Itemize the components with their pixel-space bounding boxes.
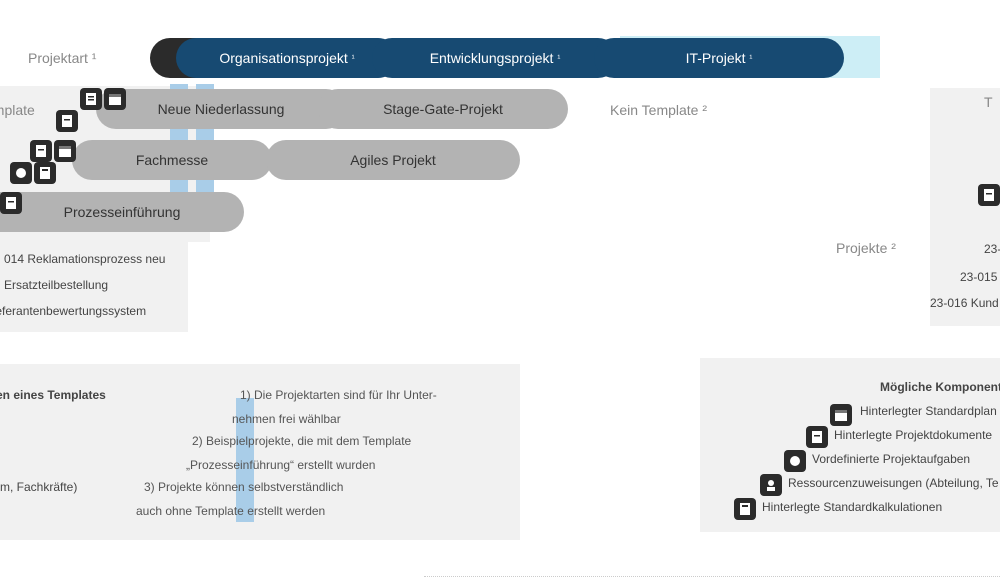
component-item: Vordefinierte Projektaufgaben xyxy=(812,452,971,466)
document-icon xyxy=(30,140,52,162)
calendar-icon xyxy=(104,88,126,110)
project-item[interactable]: 014 Reklamationsprozess neu xyxy=(4,252,166,266)
component-item: Hinterlegte Standardkalkulationen xyxy=(762,500,943,514)
footnote-1b: nehmen frei wählbar xyxy=(232,412,341,426)
tasks-icon xyxy=(10,162,32,184)
template-neue-niederlassung[interactable]: Neue Niederlassung xyxy=(96,89,346,129)
footnote-3a: 3) Projekte können selbstverständlich xyxy=(144,480,344,494)
document-icon xyxy=(80,88,102,110)
calendar-icon xyxy=(54,140,76,162)
project-item[interactable]: 23-016 Kund xyxy=(930,296,999,310)
projects-panel-left xyxy=(0,240,188,332)
project-item[interactable]: Lieferantenbewertungssystem xyxy=(0,304,147,318)
footnote-2a: 2) Beispielprojekte, die mit dem Templat… xyxy=(192,434,412,448)
projektart-label: Projektart ¹ xyxy=(28,50,97,66)
tasks-icon xyxy=(784,450,806,472)
document-icon xyxy=(56,110,78,132)
components-title: Mögliche Komponenten xyxy=(880,380,1000,394)
template-stage-gate-projekt[interactable]: Stage-Gate-Projekt xyxy=(318,89,568,129)
type-it-projekt[interactable]: IT-Projekt ¹ xyxy=(594,38,844,78)
bottom-dotted-rule xyxy=(424,576,1000,577)
calculator-icon xyxy=(734,498,756,520)
type-organisationsprojekt[interactable]: Organisationsprojekt ¹ xyxy=(176,38,398,78)
document-icon xyxy=(0,192,22,214)
project-item[interactable]: 23-015 xyxy=(960,270,998,284)
projekte-label: Projekte ² xyxy=(836,240,896,256)
footnote-3b: auch ohne Template erstellt werden xyxy=(136,504,326,518)
footnote-2b: „Prozesseinführung“ erstellt wurden xyxy=(186,458,376,472)
document-icon xyxy=(978,184,1000,206)
calendar-icon xyxy=(830,404,852,426)
type-entwicklungsprojekt[interactable]: Entwicklungsprojekt ¹ xyxy=(372,38,618,78)
template-prozesseinfuehrung[interactable]: Prozesseinführung xyxy=(0,192,244,232)
projects-panel-right xyxy=(930,88,1000,326)
people-icon xyxy=(760,474,782,496)
footer-panel-left xyxy=(0,364,520,540)
project-item[interactable]: 23-0 xyxy=(984,242,1000,256)
component-item: Ressourcenzuweisungen (Abteilung, Te xyxy=(788,476,999,490)
template-label-right: T xyxy=(984,94,993,110)
template-label: Template xyxy=(0,102,35,118)
footer-left-item: ...m, Fachkräfte) xyxy=(0,480,78,494)
project-item[interactable]: Ersatzteilbestellung xyxy=(4,278,109,292)
kein-template-label: Kein Template ² xyxy=(610,102,708,118)
component-item: Hinterlegte Projektdokumente xyxy=(834,428,993,442)
footnote-1a: 1) Die Projektarten sind für Ihr Unter- xyxy=(240,388,437,402)
template-agiles-projekt[interactable]: Agiles Projekt xyxy=(266,140,520,180)
component-item: Hinterlegter Standardplan xyxy=(860,404,997,418)
connector-bar-3 xyxy=(236,398,254,522)
document-icon xyxy=(806,426,828,448)
calculator-icon xyxy=(34,162,56,184)
template-fachmesse[interactable]: Fachmesse xyxy=(72,140,272,180)
footer-left-title: ...en eines Templates xyxy=(0,388,106,402)
